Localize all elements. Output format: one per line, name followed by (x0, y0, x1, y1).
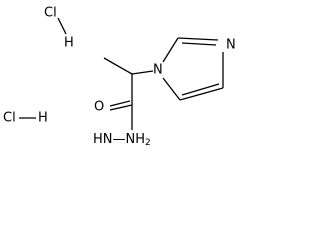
bond-methyl-alpha (103, 57, 133, 75)
hydrazide-label: HN—NH (93, 132, 145, 147)
carbon-skeleton (103, 57, 154, 130)
chemical-structure: Cl H N N O HN—NH2 (3, 6, 236, 149)
bond-cl-h-top (57, 17, 67, 35)
atom-h-top: H (64, 36, 74, 51)
atom-cl-top: Cl (44, 6, 57, 21)
bond-c2-n3-a (177, 37, 219, 41)
hcl-top: Cl H (44, 6, 74, 51)
hydrazide-subscript: 2 (145, 138, 151, 148)
bond-carbonyl-double-2 (109, 100, 131, 107)
atom-o-carbonyl: O (94, 100, 104, 115)
atom-h-bottom: H (38, 111, 48, 126)
bond-c2-n3-b (181, 42, 217, 46)
bond-alpha-n1 (131, 70, 154, 75)
atom-cl-bottom: Cl (3, 111, 16, 126)
hcl-bottom: Cl H (3, 111, 48, 126)
atom-n-imidazole-1: N (153, 63, 163, 78)
bond-n1-c2 (162, 37, 179, 63)
imidazole-ring: N N (153, 37, 236, 101)
bond-c4-c5-a (179, 87, 224, 101)
hydrazide-group: HN—NH2 (93, 132, 151, 149)
atom-hydrazide: HN—NH2 (93, 132, 151, 149)
bond-c5-n1 (162, 77, 181, 101)
bond-carbonyl-double-1 (109, 104, 133, 111)
atom-n-imidazole-3: N (226, 38, 236, 53)
bond-c4-c5-b (181, 83, 220, 96)
